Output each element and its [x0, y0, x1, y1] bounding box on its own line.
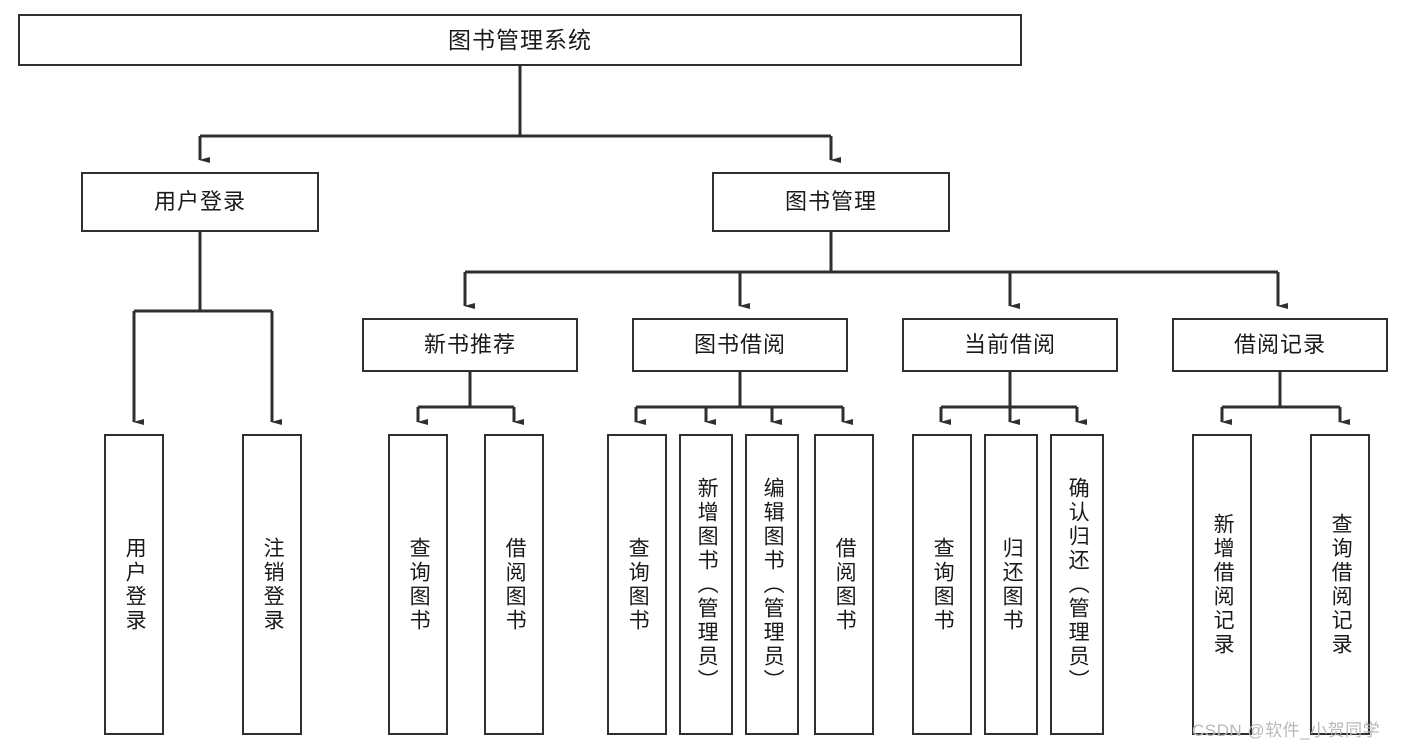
node-leaf-9-label: 归还图书 — [1000, 536, 1024, 633]
csdn-watermark: CSDN @软件_小贺同学 — [1192, 721, 1381, 740]
node-leaf-5-label: 新增图书（管理员） — [695, 476, 719, 693]
node-leaf-12[interactable]: 查询借阅记录 — [1310, 434, 1370, 735]
node-leaf-4[interactable]: 查询图书 — [607, 434, 667, 735]
node-level2-1-label: 图书管理 — [784, 189, 877, 215]
node-leaf-7[interactable]: 借阅图书 — [814, 434, 874, 735]
node-leaf-2[interactable]: 查询图书 — [388, 434, 448, 735]
node-leaf-4-label: 查询图书 — [626, 536, 650, 633]
node-root[interactable]: 图书管理系统 — [18, 14, 1022, 66]
node-leaf-0-label: 用户登录 — [123, 536, 147, 633]
node-level3-1[interactable]: 图书借阅 — [632, 318, 848, 372]
node-level3-3-label: 借阅记录 — [1233, 332, 1326, 358]
node-leaf-1[interactable]: 注销登录 — [242, 434, 302, 735]
node-leaf-2-label: 查询图书 — [407, 536, 431, 633]
node-level2-0-label: 用户登录 — [153, 189, 246, 215]
node-leaf-5[interactable]: 新增图书（管理员） — [679, 434, 733, 735]
node-level3-2[interactable]: 当前借阅 — [902, 318, 1118, 372]
node-leaf-0[interactable]: 用户登录 — [104, 434, 164, 735]
node-level3-0[interactable]: 新书推荐 — [362, 318, 578, 372]
node-leaf-6[interactable]: 编辑图书（管理员） — [745, 434, 799, 735]
node-leaf-9[interactable]: 归还图书 — [984, 434, 1038, 735]
node-leaf-11-label: 新增借阅记录 — [1211, 512, 1235, 657]
node-leaf-10-label: 确认归还（管理员） — [1066, 476, 1090, 693]
node-level3-3[interactable]: 借阅记录 — [1172, 318, 1388, 372]
node-leaf-1-label: 注销登录 — [261, 536, 285, 633]
node-leaf-10[interactable]: 确认归还（管理员） — [1050, 434, 1104, 735]
node-leaf-3[interactable]: 借阅图书 — [484, 434, 544, 735]
node-level3-1-label: 图书借阅 — [693, 332, 786, 358]
node-leaf-7-label: 借阅图书 — [833, 536, 857, 633]
node-level3-2-label: 当前借阅 — [963, 332, 1056, 358]
node-leaf-8[interactable]: 查询图书 — [912, 434, 972, 735]
node-level2-0[interactable]: 用户登录 — [81, 172, 319, 232]
node-leaf-8-label: 查询图书 — [931, 536, 955, 633]
node-leaf-12-label: 查询借阅记录 — [1329, 512, 1353, 657]
node-level3-0-label: 新书推荐 — [423, 332, 516, 358]
node-leaf-6-label: 编辑图书（管理员） — [761, 476, 785, 693]
node-leaf-11[interactable]: 新增借阅记录 — [1192, 434, 1252, 735]
node-leaf-3-label: 借阅图书 — [503, 536, 527, 633]
node-level2-1[interactable]: 图书管理 — [712, 172, 950, 232]
node-root-label: 图书管理系统 — [448, 26, 592, 53]
